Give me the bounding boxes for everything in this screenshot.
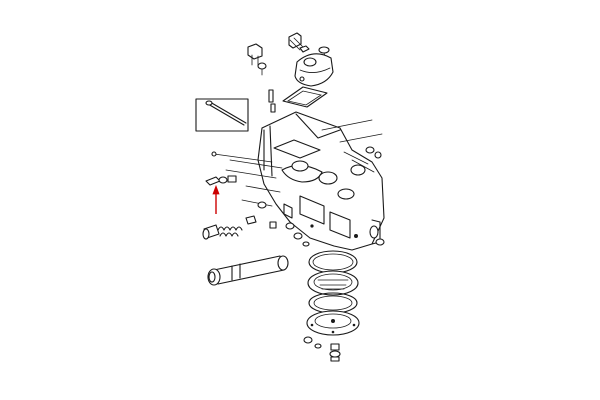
thermostat-housing (294, 53, 334, 87)
sump-gasket-lower (308, 292, 358, 314)
sump-cover-plate (306, 310, 360, 336)
oil-pipe (207, 255, 289, 286)
sump-gasket-upper (308, 250, 358, 274)
top-sensor (288, 32, 310, 53)
oil-strainer (307, 270, 359, 296)
small-hardware (285, 222, 310, 247)
top-left-fitting (247, 43, 267, 76)
bottom-drain-plug (303, 336, 341, 362)
housing-gasket (282, 86, 328, 108)
drain-plug (205, 175, 237, 186)
relief-spring-assembly (202, 201, 277, 240)
dowel-pins (268, 89, 276, 113)
right-fittings (365, 146, 385, 246)
pointer-arrow-icon (212, 184, 220, 214)
crankcase-block (257, 111, 385, 251)
long-studs (211, 119, 383, 207)
inset-detail-box (195, 98, 249, 132)
